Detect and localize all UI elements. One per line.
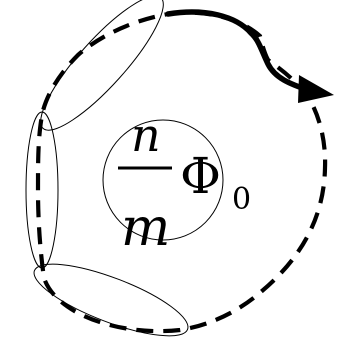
loop-top-left — [40, 0, 164, 131]
formula-phi-symbol: Φ — [180, 147, 221, 205]
formula-numerator: n — [131, 108, 161, 162]
flux-formula: n m Φ 0 — [118, 108, 251, 258]
solid-arrow-path — [165, 9, 311, 93]
central-flux-circle — [102, 119, 224, 241]
loop-bottom — [33, 263, 189, 337]
loop-left — [25, 111, 59, 269]
formula-denominator: m — [121, 198, 170, 258]
formula-subscript: 0 — [232, 182, 251, 217]
arrowhead-icon — [298, 75, 334, 103]
